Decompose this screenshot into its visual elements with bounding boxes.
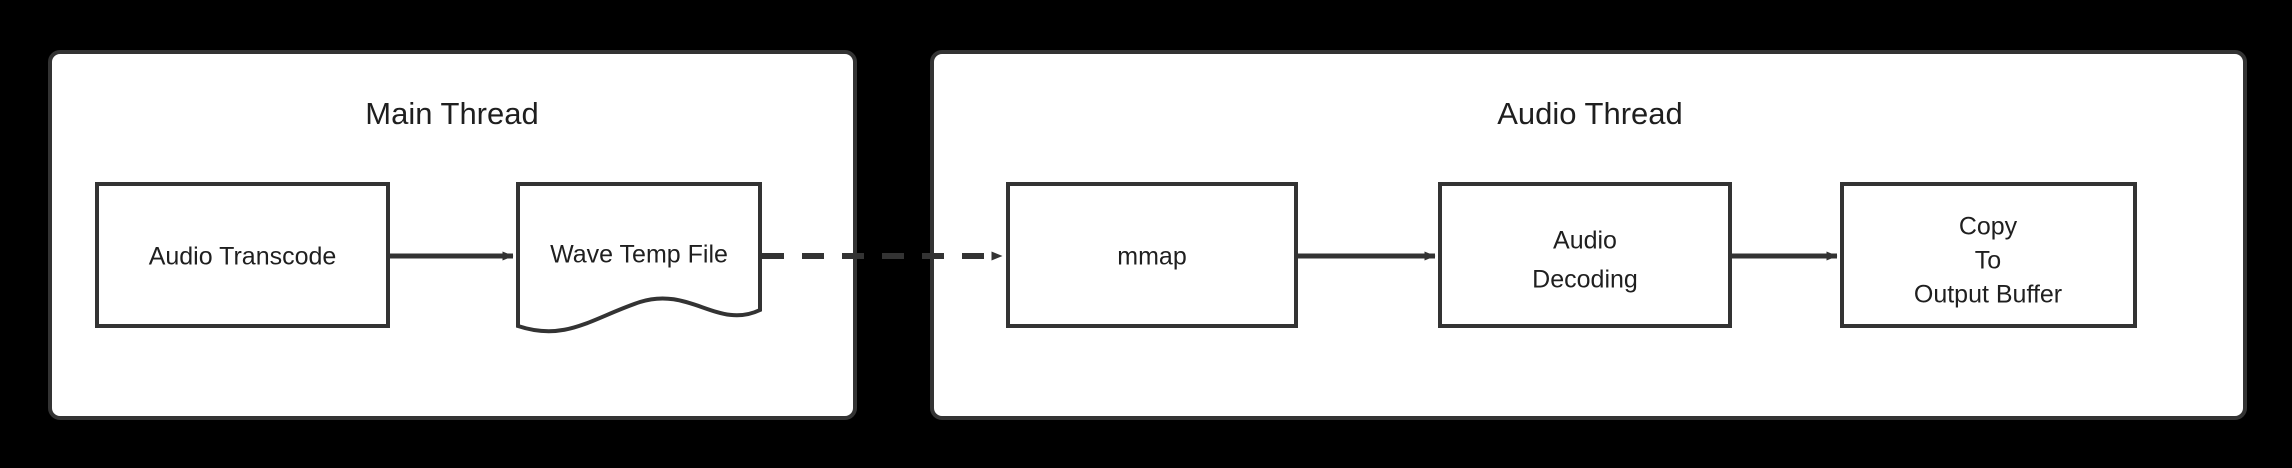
node-audio-decoding-label-line1: Audio [1553,227,1617,255]
node-mmap-box[interactable] [1006,182,1298,328]
node-audio-transcode[interactable]: Audio Transcode [95,182,390,328]
node-audio-transcode-label: Audio Transcode [149,243,337,271]
node-copy-to-output-buffer[interactable]: Copy To Output Buffer [1840,182,2137,328]
node-audio-decoding-label-line2: Decoding [1532,266,1638,294]
panel-main-thread-title: Main Thread [365,96,538,131]
node-copy-to-output-buffer-box[interactable] [1840,182,2137,328]
node-audio-decoding-box[interactable] [1438,182,1732,328]
node-audio-transcode-box[interactable] [95,182,390,328]
node-wave-temp-file-document-shape[interactable] [516,182,762,334]
node-mmap-label: mmap [1117,243,1186,271]
node-wave-temp-file-label: Wave Temp File [550,241,728,269]
node-copy-to-output-buffer-label-line3: Output Buffer [1914,281,2062,309]
node-audio-decoding[interactable]: Audio Decoding [1438,182,1732,328]
node-mmap[interactable]: mmap [1006,182,1298,328]
node-copy-to-output-buffer-label-line1: Copy [1959,213,2018,241]
node-copy-to-output-buffer-label-line2: To [1975,247,2001,275]
panel-audio-thread-title: Audio Thread [1497,96,1683,131]
node-wave-temp-file[interactable]: Wave Temp File [516,182,762,334]
